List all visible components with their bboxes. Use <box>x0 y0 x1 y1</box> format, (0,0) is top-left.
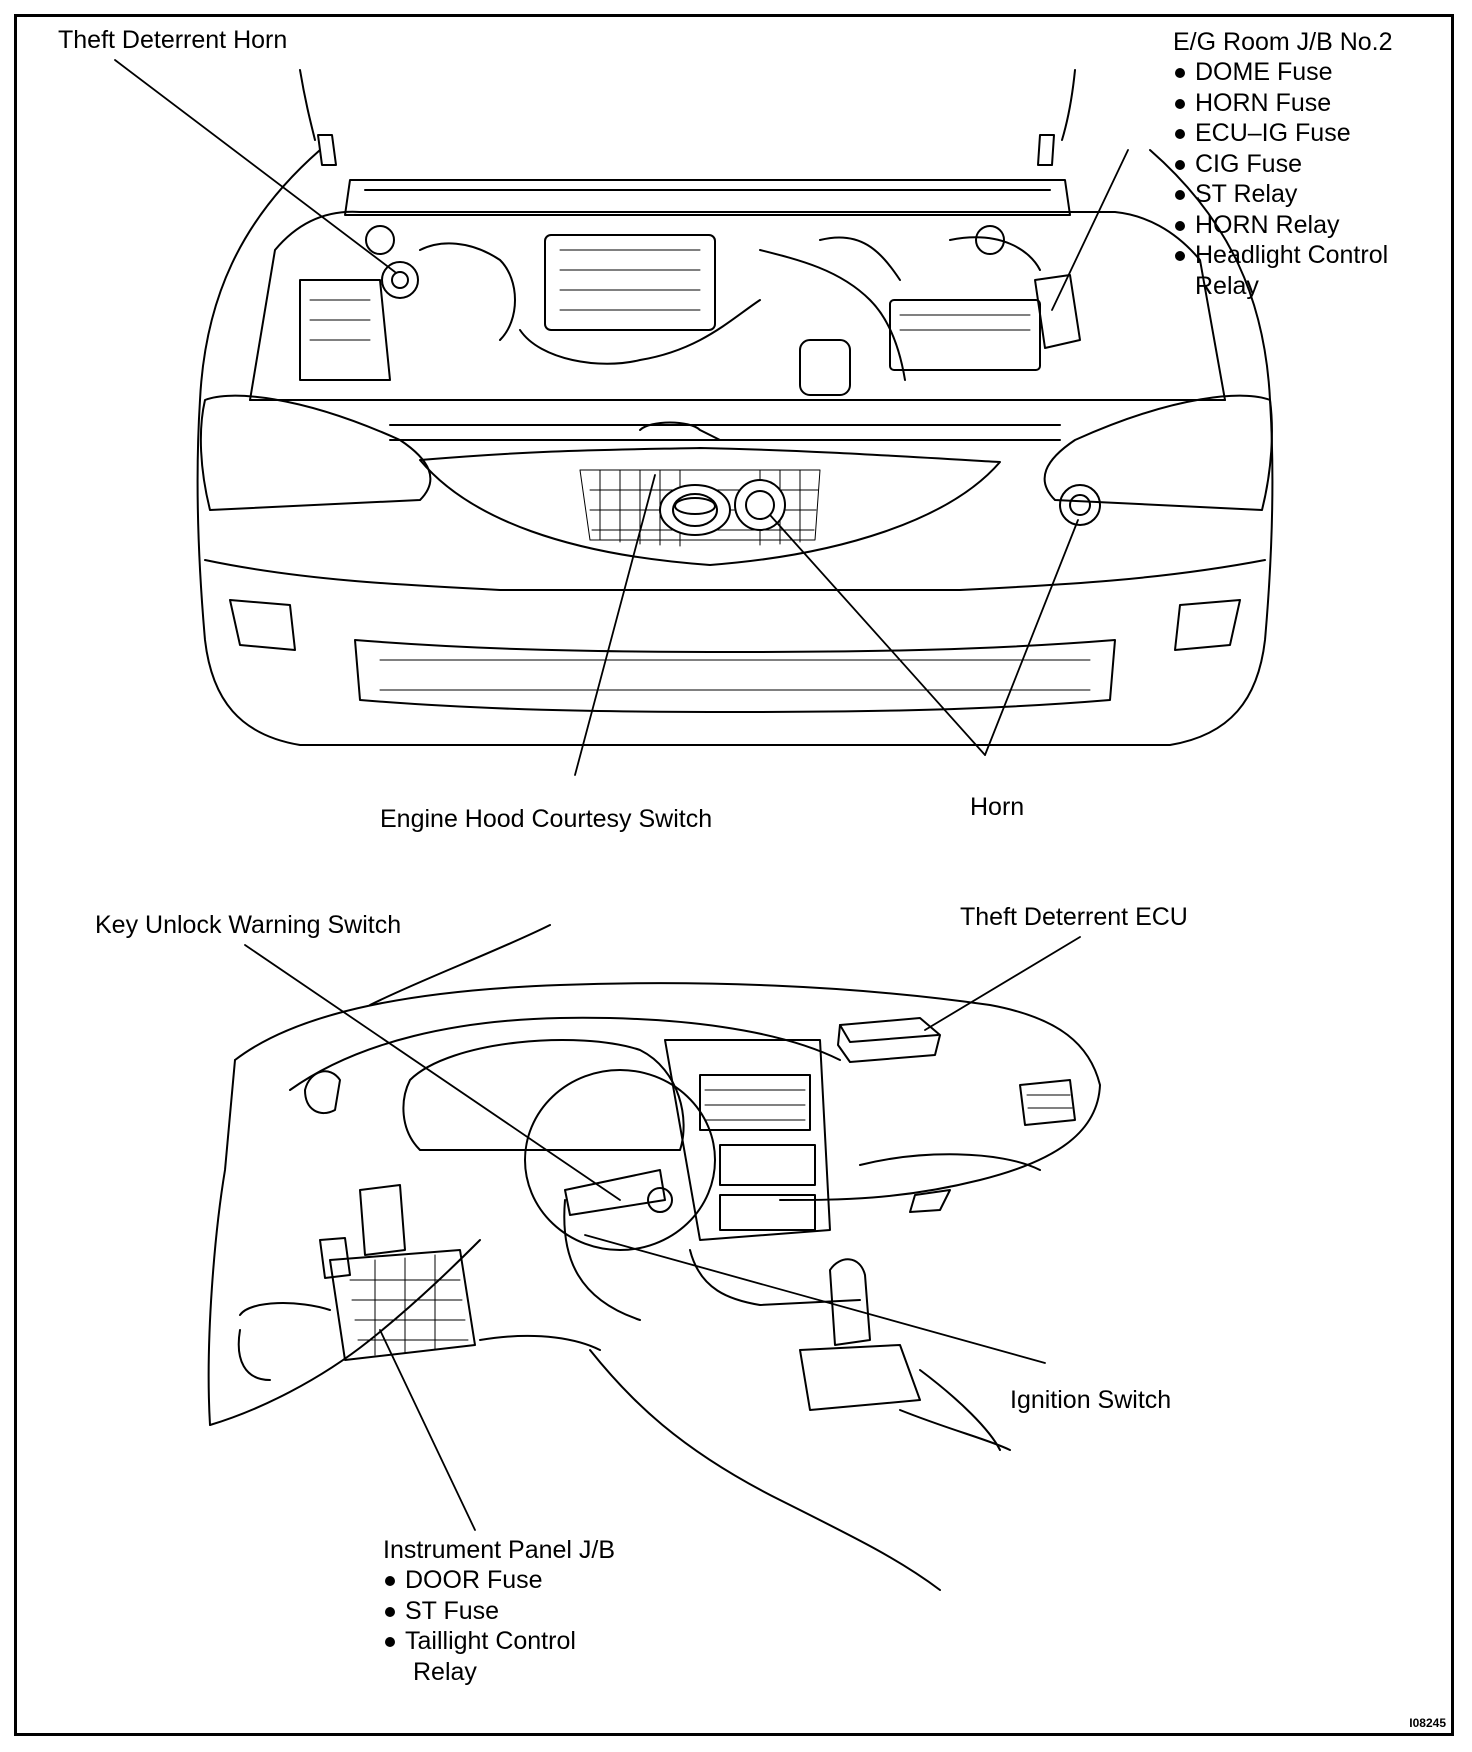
list-item-continuation: Relay <box>413 1657 477 1686</box>
theft-deterrent-horn-label: Theft Deterrent Horn <box>58 26 288 54</box>
leader-lines-top <box>114 59 1129 776</box>
engine-hood-courtesy-switch-label: Engine Hood Courtesy Switch <box>380 805 713 833</box>
figure-border <box>14 14 1454 1736</box>
bullet-icon <box>385 1637 395 1647</box>
eg-room-jb-title: E/G Room J/B No.2 <box>1173 28 1393 56</box>
list-item: ECU–IG Fuse <box>1173 118 1388 149</box>
bullet-icon <box>1175 129 1185 139</box>
ignition-switch-label: Ignition Switch <box>1010 1386 1172 1414</box>
list-item: ST Fuse <box>383 1596 576 1627</box>
instrument-panel-jb-list: DOOR Fuse ST Fuse Taillight Control Rela… <box>383 1565 576 1687</box>
instrument-panel-jb-title: Instrument Panel J/B <box>383 1536 616 1564</box>
horn-label: Horn <box>970 793 1025 821</box>
list-item: DOME Fuse <box>1173 57 1388 88</box>
list-item: DOOR Fuse <box>383 1565 576 1596</box>
bullet-icon <box>1175 251 1185 261</box>
list-item: HORN Relay <box>1173 210 1388 241</box>
list-item: HORN Fuse <box>1173 88 1388 119</box>
bullet-icon <box>1175 98 1185 109</box>
bullet-icon <box>1175 159 1185 170</box>
list-item-continuation: Relay <box>1195 271 1259 300</box>
figure-number: I08245 <box>1409 1716 1446 1730</box>
list-item: Headlight Control <box>1173 240 1388 271</box>
list-item: ST Relay <box>1173 179 1388 210</box>
instrument-panel-view <box>207 924 1101 1591</box>
bullet-icon <box>385 1606 395 1617</box>
list-item: CIG Fuse <box>1173 149 1388 180</box>
leader-lines-bottom <box>244 936 1081 1531</box>
theft-deterrent-ecu-label: Theft Deterrent ECU <box>960 903 1188 931</box>
bullet-icon <box>1175 68 1185 78</box>
car-front-view <box>196 69 1274 746</box>
key-unlock-warning-switch-label: Key Unlock Warning Switch <box>95 911 402 939</box>
bullet-icon <box>1175 220 1185 231</box>
bullet-icon <box>385 1576 395 1586</box>
eg-room-jb-list: DOME Fuse HORN Fuse ECU–IG Fuse CIG Fuse… <box>1173 57 1388 301</box>
bullet-icon <box>1175 190 1185 200</box>
list-item: Taillight Control <box>383 1626 576 1657</box>
